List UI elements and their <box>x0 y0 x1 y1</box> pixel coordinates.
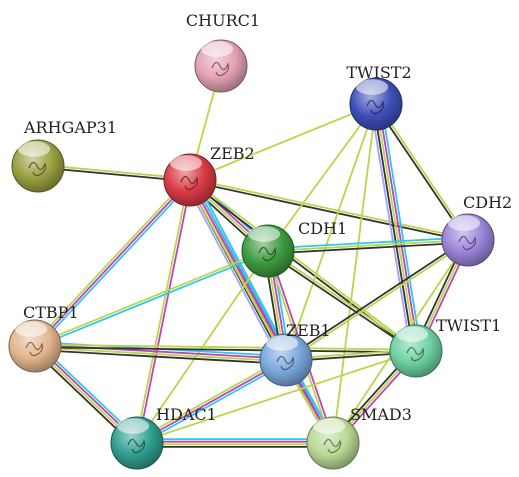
edge-strand-textmining <box>134 356 286 442</box>
node-highlight <box>14 321 48 337</box>
edge-ctbp1-twist1 <box>34 343 417 354</box>
node-highlight <box>200 41 234 57</box>
protein-structure-icon <box>406 346 425 362</box>
node-arhgap31[interactable]: ARHGAP31 <box>11 118 117 193</box>
node-highlight <box>265 335 299 351</box>
edge-strand-experimental <box>136 359 287 444</box>
edge-strand-textmining <box>376 102 470 241</box>
edge-hdac1-smad3 <box>136 438 334 448</box>
protein-structure-icon <box>258 246 277 262</box>
edge-twist2-zeb1 <box>285 103 377 361</box>
edge-twist2-twist1 <box>369 102 423 353</box>
protein-structure-icon <box>458 235 477 251</box>
edge-strand-textmining <box>134 178 190 444</box>
edge-strand-known_database <box>380 102 423 352</box>
node-highlight <box>312 418 346 434</box>
edge-strand-coexpression <box>34 346 417 354</box>
node-label: ZEB1 <box>286 321 331 340</box>
edge-zeb1-hdac1 <box>134 356 289 447</box>
node-label: TWIST1 <box>436 316 501 335</box>
edge-strand-coexpression <box>284 238 469 360</box>
node-label: ARHGAP31 <box>23 118 117 137</box>
node-twist2[interactable]: TWIST2 <box>346 63 412 131</box>
edge-strand-known_database <box>137 361 289 447</box>
edge-strand-known_database <box>266 236 469 250</box>
edge-cdh1-ctbp1 <box>33 248 270 349</box>
edge-zeb2-twist2 <box>189 103 377 181</box>
edge-strand-textmining <box>32 177 189 346</box>
edge-zeb2-ctbp1 <box>32 177 193 349</box>
edge-strand-textmining <box>285 240 470 362</box>
edge-strand-experimental <box>34 179 191 347</box>
node-label: CTBP1 <box>23 303 79 322</box>
protein-structure-icon <box>127 438 146 454</box>
protein-structure-icon <box>323 438 342 454</box>
edge-strand-coexpression <box>372 103 415 353</box>
edge-strand-textmining <box>34 346 287 363</box>
edge-strand-textmining <box>189 178 418 351</box>
node-label: HDAC1 <box>156 405 217 424</box>
edge-strand-textmining <box>332 103 377 444</box>
protein-structure-icon <box>366 99 385 115</box>
node-label: CDH1 <box>298 219 347 238</box>
edge-strand-known_database <box>34 251 270 349</box>
edge-strand-textmining <box>189 103 377 181</box>
edge-strand-textmining <box>189 177 470 240</box>
edge-cdh1-cdh2 <box>266 236 470 255</box>
edge-zeb2-hdac1 <box>134 178 193 445</box>
edge-strand-textmining <box>267 239 469 252</box>
edge-strand-textmining <box>267 103 377 252</box>
edge-strand-textmining <box>136 350 417 444</box>
edge-twist1-hdac1 <box>136 350 417 444</box>
protein-structure-icon <box>180 175 199 191</box>
node-highlight <box>355 79 389 95</box>
edge-strand-experimental <box>377 102 420 352</box>
edge-strand-coexpression <box>267 241 470 255</box>
protein-structure-icon <box>25 341 44 357</box>
node-label: ZEB2 <box>210 144 255 163</box>
node-twist1[interactable]: TWIST1 <box>389 316 501 378</box>
edge-twist2-cdh1 <box>267 103 377 252</box>
node-highlight <box>17 141 51 157</box>
edge-strand-experimental <box>137 179 193 445</box>
node-highlight <box>247 226 281 242</box>
edge-strand-coexpression <box>33 348 287 365</box>
edge-zeb2-cdh2 <box>188 177 470 243</box>
edge-strand-coexpression <box>266 251 417 353</box>
node-layer: CHURC1TWIST2ARHGAP31ZEB2CDH2CDH1CTBP1ZEB… <box>8 11 512 470</box>
protein-structure-icon <box>28 161 47 177</box>
node-hdac1[interactable]: HDAC1 <box>110 405 217 470</box>
node-churc1[interactable]: CHURC1 <box>186 11 260 93</box>
edge-strand-homology <box>184 181 283 364</box>
edge-cdh1-twist1 <box>266 249 418 353</box>
edge-strand-textmining <box>34 343 417 351</box>
edge-strand-textmining <box>285 103 377 361</box>
node-highlight <box>395 326 429 342</box>
node-smad3[interactable]: SMAD3 <box>306 405 412 470</box>
edge-strand-textmining <box>267 249 418 351</box>
node-ctbp1[interactable]: CTBP1 <box>8 303 79 373</box>
edge-strand-coexpression <box>188 180 469 243</box>
edge-strand-textmining <box>33 248 269 346</box>
node-label: SMAD3 <box>350 405 412 424</box>
node-highlight <box>169 155 203 171</box>
node-label: CDH2 <box>463 193 512 212</box>
node-label: TWIST2 <box>346 63 411 82</box>
node-highlight <box>116 418 150 434</box>
node-zeb1[interactable]: ZEB1 <box>259 321 331 387</box>
edge-strand-textmining <box>375 103 417 352</box>
edge-strand-homology <box>369 103 412 353</box>
edge-strand-known_database <box>193 176 292 359</box>
node-zeb2[interactable]: ZEB2 <box>163 144 255 207</box>
protein-structure-icon <box>211 61 230 77</box>
node-highlight <box>447 215 481 231</box>
edge-twist2-smad3 <box>332 103 377 444</box>
node-cdh1[interactable]: CDH1 <box>241 219 347 278</box>
node-label: CHURC1 <box>186 11 260 30</box>
edge-cdh2-zeb1 <box>284 238 470 362</box>
node-cdh2[interactable]: CDH2 <box>441 193 512 267</box>
edge-strand-known_database <box>36 180 193 349</box>
protein-structure-icon <box>276 355 295 371</box>
